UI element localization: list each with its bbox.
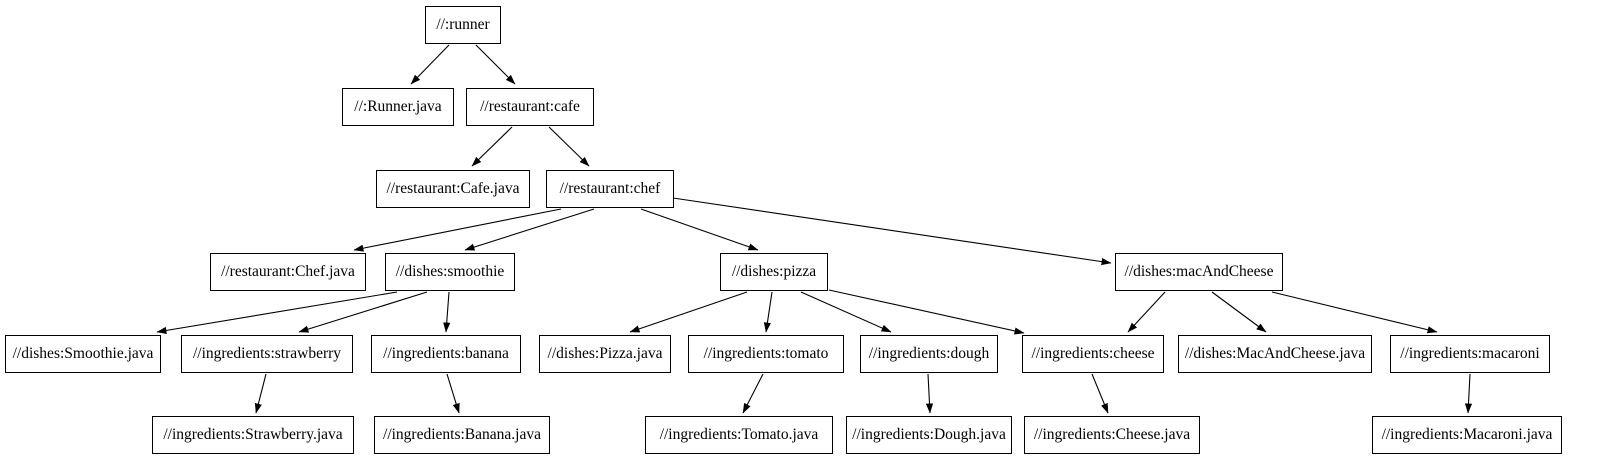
edge-chef-to-chef-java <box>353 208 562 252</box>
edge-tomato-to-tomato-java <box>742 373 764 414</box>
edge-cheese-to-cheese-java <box>1091 373 1109 414</box>
node-cheese: //ingredients:cheese <box>1022 335 1164 373</box>
edge-mac-to-mac-java <box>1211 291 1267 333</box>
node-tomato: //ingredients:tomato <box>688 335 844 373</box>
node-chef-java: //restaurant:Chef.java <box>210 253 366 291</box>
node-cheese-java: //ingredients:Cheese.java <box>1024 416 1200 454</box>
edge-runner-to-runner-java <box>410 44 450 85</box>
node-strawberry: //ingredients:strawberry <box>181 335 353 373</box>
node-cafe: //restaurant:cafe <box>466 88 594 126</box>
edge-pizza-to-tomato <box>763 291 773 333</box>
edge-mac-to-cheese <box>1127 291 1166 333</box>
edge-macaroni-to-macaroni-java <box>1464 373 1473 414</box>
edge-pizza-to-cheese <box>828 289 1025 335</box>
node-dough: //ingredients:dough <box>860 335 998 373</box>
node-runner: //:runner <box>425 6 501 44</box>
edge-chef-to-smoothie <box>464 208 595 251</box>
node-cafe-java: //restaurant:Cafe.java <box>376 170 530 208</box>
node-pizza: //dishes:pizza <box>720 253 828 291</box>
edge-cafe-to-cafe-java <box>471 126 513 167</box>
edge-strawberry-to-strawberry-java <box>254 373 267 414</box>
edge-cafe-to-chef <box>548 126 590 167</box>
edge-smoothie-to-smoothie-java <box>156 291 398 334</box>
edge-runner-to-cafe <box>475 44 516 85</box>
node-macaroni-java: //ingredients:Macaroni.java <box>1372 416 1562 454</box>
node-mac-java: //dishes:MacAndCheese.java <box>1178 335 1372 373</box>
node-banana: //ingredients:banana <box>371 335 521 373</box>
edge-smoothie-to-strawberry <box>298 291 428 333</box>
edge-pizza-to-pizza-java <box>629 291 748 333</box>
edge-chef-to-pizza <box>640 208 759 251</box>
node-macaroni: //ingredients:macaroni <box>1390 335 1550 373</box>
node-smoothie: //dishes:smoothie <box>385 253 515 291</box>
edge-dough-to-dough-java <box>925 373 934 414</box>
edge-banana-to-banana-java <box>446 373 460 414</box>
edge-pizza-to-dough <box>800 291 892 333</box>
node-runner-java: //:Runner.java <box>342 88 454 126</box>
edge-smoothie-to-banana <box>443 291 451 333</box>
node-banana-java: //ingredients:Banana.java <box>374 416 550 454</box>
node-smoothie-java: //dishes:Smoothie.java <box>5 335 161 373</box>
node-strawberry-java: //ingredients:Strawberry.java <box>152 416 354 454</box>
edge-mac-to-macaroni <box>1271 291 1438 334</box>
node-pizza-java: //dishes:Pizza.java <box>539 335 671 373</box>
node-mac: //dishes:macAndCheese <box>1115 253 1283 291</box>
edge-chef-to-mac <box>672 197 1112 266</box>
node-dough-java: //ingredients:Dough.java <box>846 416 1012 454</box>
node-chef: //restaurant:chef <box>546 170 674 208</box>
node-tomato-java: //ingredients:Tomato.java <box>645 416 833 454</box>
